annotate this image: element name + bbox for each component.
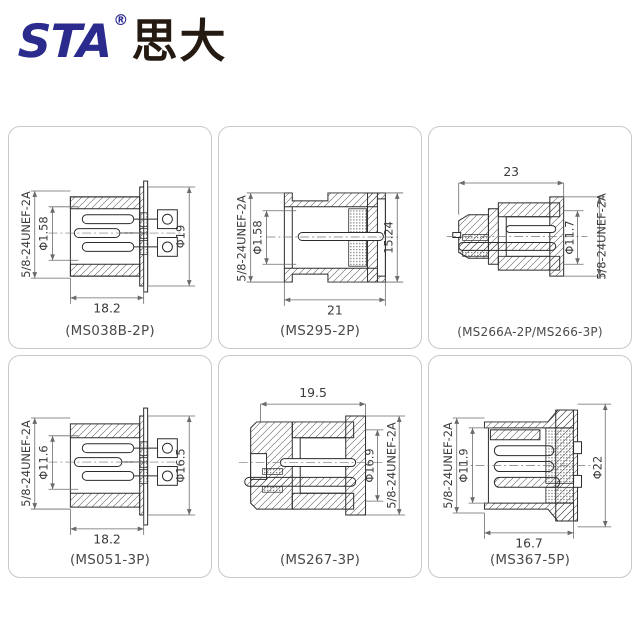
brand-logo: STA® 思大 [17, 10, 228, 72]
panel-caption: (MS051-3P) [69, 552, 151, 568]
drawing-grid: 5/8-24UNEF-2A Φ1.58 Φ19 18.2 (MS038B-2P) [8, 126, 632, 578]
dim-thread-label: 5/8-24UNEF-2A [19, 420, 33, 507]
drawing-ms267-3p: 19.5 Φ16.9 5/8-24UNEF-2A [219, 356, 421, 577]
dim-thread-label: 5/8-24UNEF-2A [235, 195, 249, 282]
dim-thread-label: 5/8-24UNEF-2A [19, 191, 33, 278]
dim-thread-label: 5/8-24UNEF-2A [594, 193, 608, 280]
dim-thread-label: 5/8-24UNEF-2A [384, 422, 398, 509]
panel-ms038b-2p[interactable]: 5/8-24UNEF-2A Φ1.58 Φ19 18.2 (MS038B-2P) [8, 126, 212, 349]
logo-chinese-text: 思大 [131, 14, 228, 68]
dim-length: 16.7 [515, 537, 543, 551]
panel-caption: (MS295-2P) [279, 323, 361, 339]
dim-length: 18.2 [93, 302, 121, 316]
panel-caption: (MS266A-2P/MS266-3P) [457, 325, 603, 339]
dim-inner-diameter: Φ1.58 [251, 220, 265, 254]
dim-length: 18.2 [93, 533, 121, 547]
dim-outer-diameter: Φ22 [590, 456, 604, 479]
dim-diameter: Φ16.9 [362, 448, 376, 482]
panel-ms051-3p[interactable]: 5/8-24UNEF-2A Φ11.6 Φ16.5 18.2 (MS051-3P… [8, 355, 212, 578]
panel-caption: (MS038B-2P) [65, 323, 155, 339]
drawing-ms051-3p: 5/8-24UNEF-2A Φ11.6 Φ16.5 18.2 [9, 356, 211, 577]
registered-trademark-icon: ® [112, 10, 128, 29]
dim-inner-diameter: Φ1.58 [37, 216, 51, 250]
logo-brand-text: STA® [17, 10, 128, 68]
dim-diameter: Φ11.7 [563, 220, 577, 254]
panel-ms267-3p[interactable]: 19.5 Φ16.9 5/8-24UNEF-2A (MS267-3P) [218, 355, 422, 578]
drawing-ms367-5p: 5/8-24UNEF-2A Φ11.9 Φ22 16.7 [429, 356, 631, 577]
dim-length: 23 [503, 165, 519, 179]
dim-inner-diameter: Φ11.9 [457, 448, 471, 482]
dim-outer-diameter: Φ19 [173, 225, 187, 248]
panel-caption: (MS367-5P) [489, 552, 571, 568]
dim-length: 19.5 [299, 386, 327, 400]
drawing-ms038b-2p: 5/8-24UNEF-2A Φ1.58 Φ19 18.2 [9, 127, 211, 348]
panel-ms295-2p[interactable]: 5/8-24UNEF-2A Φ1.58 15.24 21 (MS295-2P) [218, 126, 422, 349]
drawing-ms266a-2p-ms266-3p: 23 Φ11.7 5/8-24UNEF-2A [429, 127, 631, 348]
drawing-ms295-2p: 5/8-24UNEF-2A Φ1.58 15.24 21 [219, 127, 421, 348]
dim-inner-diameter: Φ11.6 [37, 445, 51, 479]
dim-height: 15.24 [381, 221, 395, 254]
dim-length: 21 [327, 304, 343, 318]
dim-outer-diameter: Φ16.5 [173, 448, 187, 482]
panel-caption: (MS267-3P) [279, 552, 361, 568]
dim-thread-label: 5/8-24UNEF-2A [441, 422, 455, 509]
panel-ms367-5p[interactable]: 5/8-24UNEF-2A Φ11.9 Φ22 16.7 (MS367-5P) [428, 355, 632, 578]
panel-ms266a-2p-ms266-3p[interactable]: 23 Φ11.7 5/8-24UNEF-2A (MS266A-2P/MS266-… [428, 126, 632, 349]
